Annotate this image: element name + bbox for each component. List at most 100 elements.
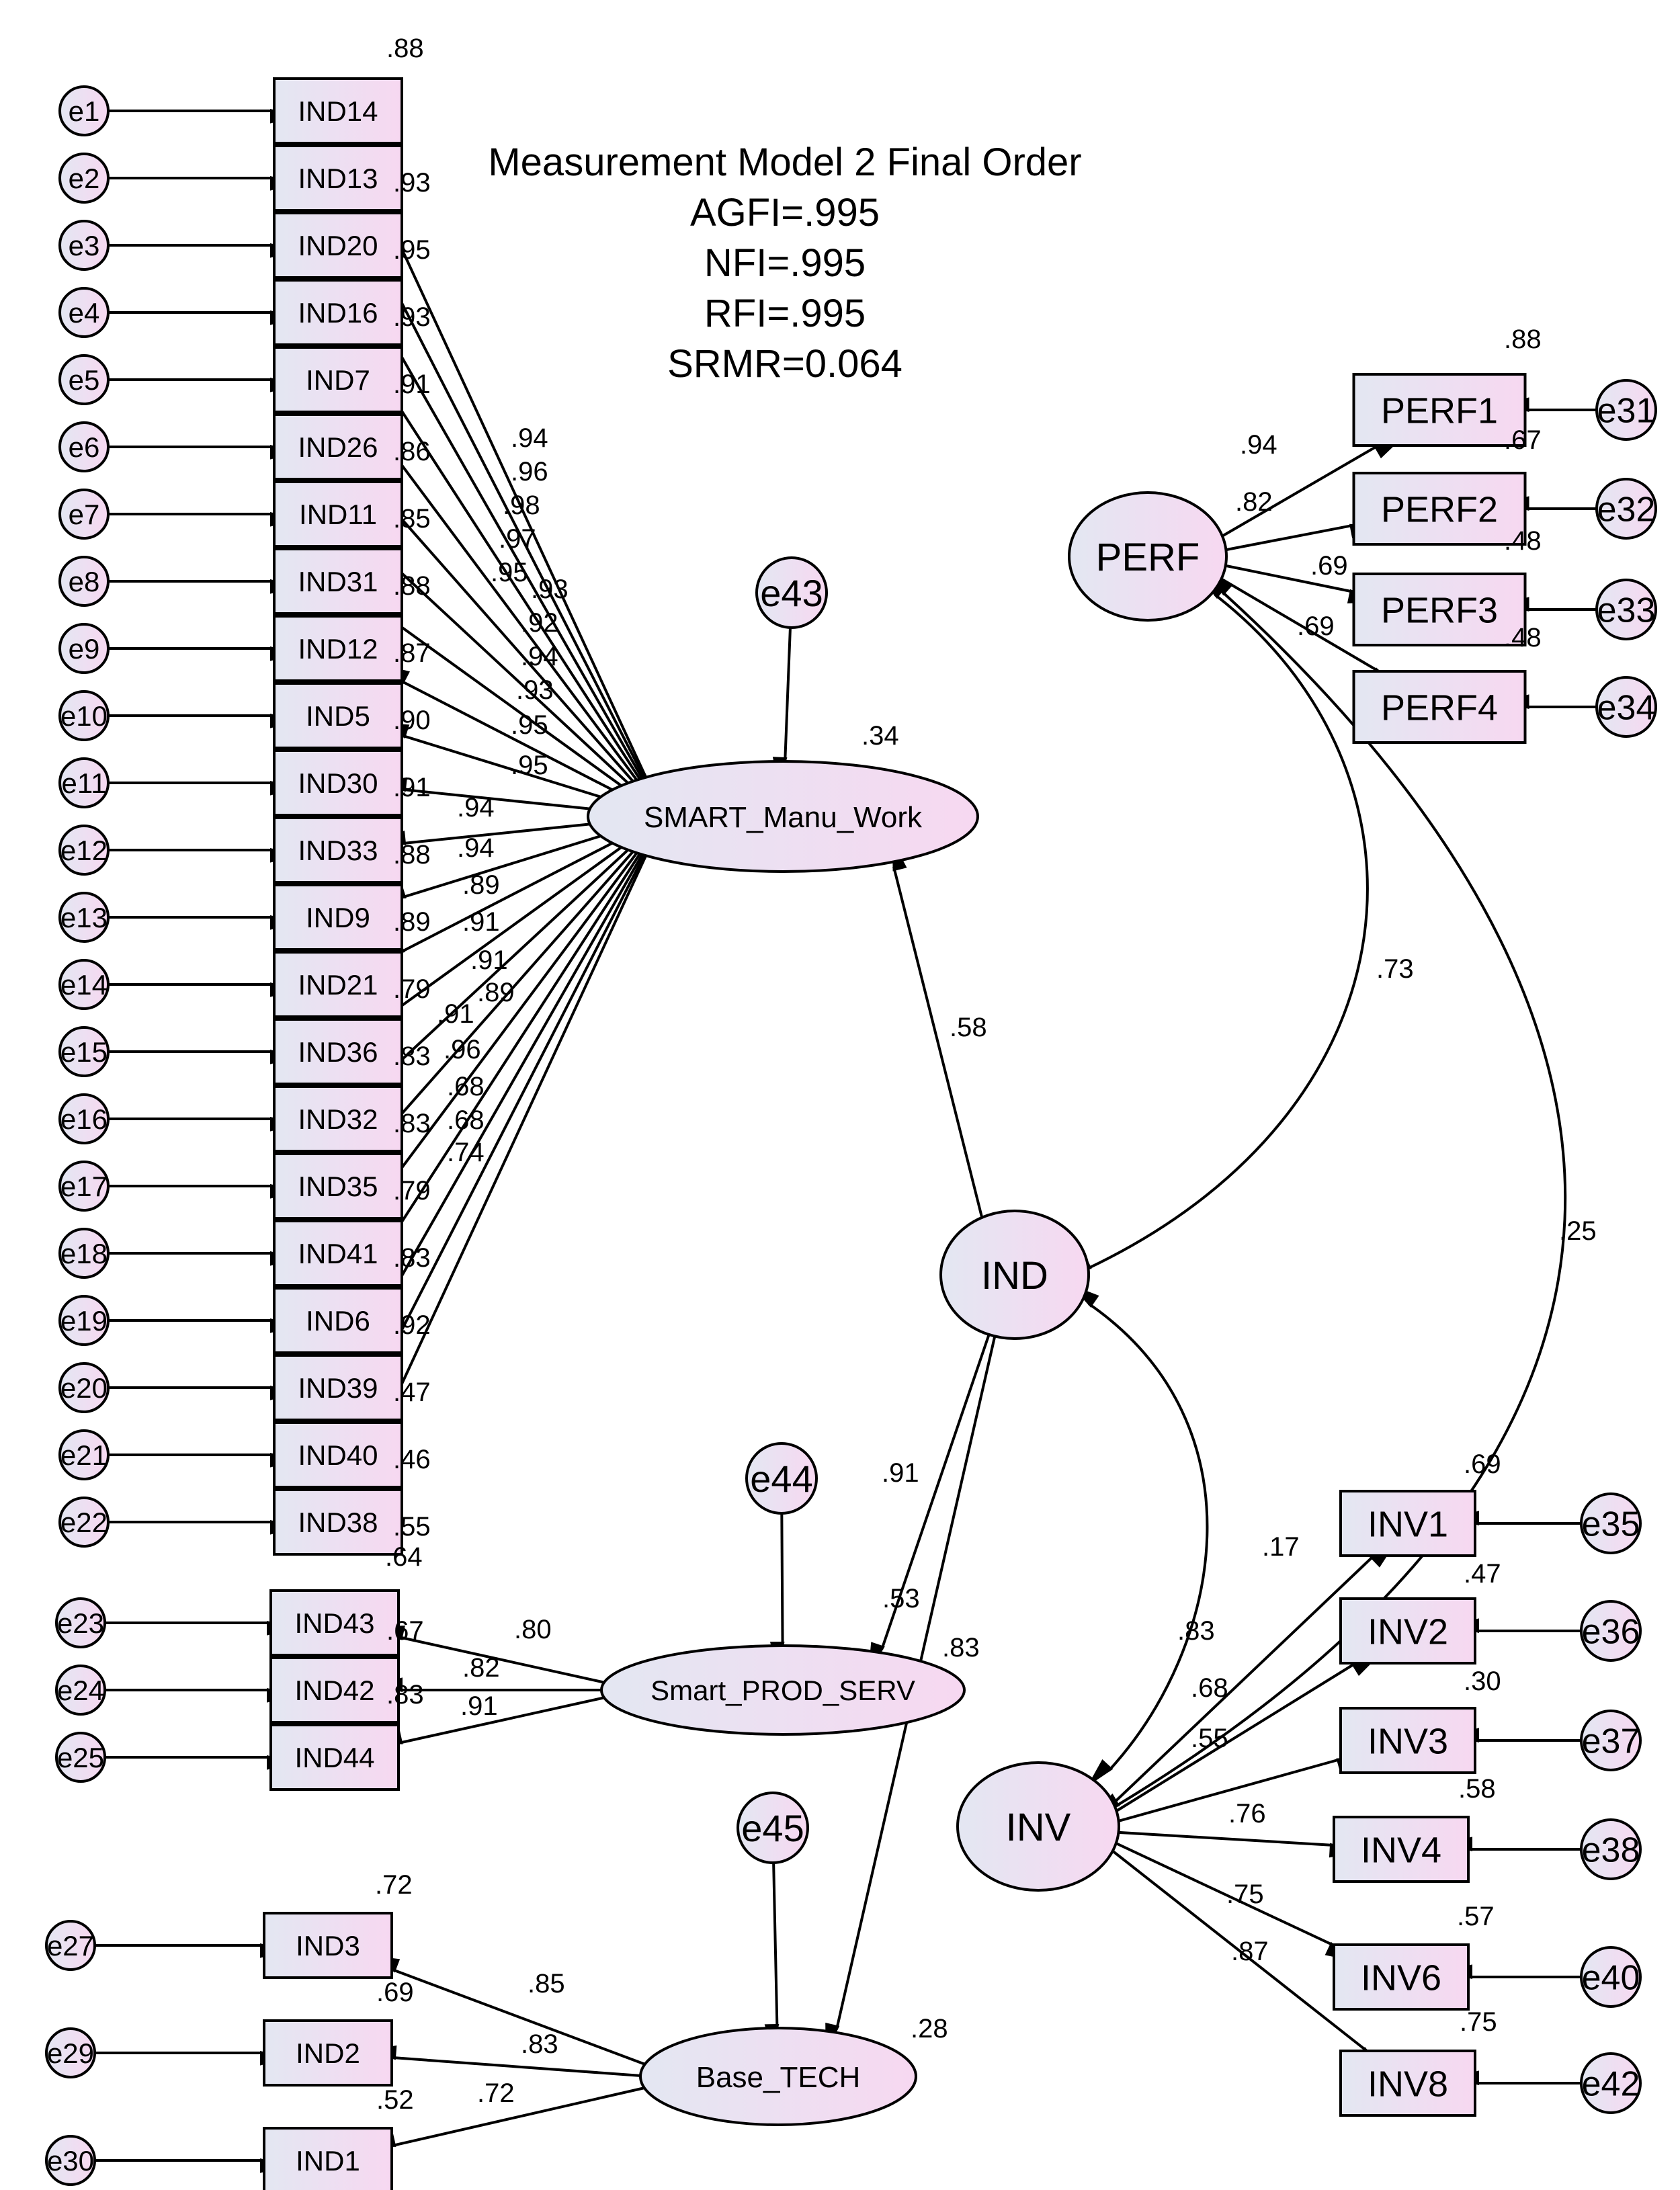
indicator-ind31[interactable]: IND31 bbox=[273, 548, 403, 615]
loading-label: .91 bbox=[460, 1691, 498, 1721]
indicator-ind6[interactable]: IND6 bbox=[273, 1287, 403, 1354]
indicator-ind2[interactable]: IND2 bbox=[263, 2019, 393, 2087]
indicator-ind44[interactable]: IND44 bbox=[269, 1724, 400, 1791]
indicator-ind33[interactable]: IND33 bbox=[273, 816, 403, 884]
error-e15[interactable]: e15 bbox=[58, 1026, 110, 1077]
indicator-ind41[interactable]: IND41 bbox=[273, 1220, 403, 1287]
error-e20[interactable]: e20 bbox=[58, 1362, 110, 1413]
error-e24[interactable]: e24 bbox=[55, 1665, 106, 1716]
error-e17[interactable]: e17 bbox=[58, 1161, 110, 1212]
error-e27[interactable]: e27 bbox=[45, 1920, 96, 1971]
latent-base-tech[interactable]: Base_TECH bbox=[639, 2027, 917, 2126]
error-label: e13 bbox=[60, 902, 108, 933]
indicator-perf4[interactable]: PERF4 bbox=[1352, 670, 1527, 744]
indicator-perf2[interactable]: PERF2 bbox=[1352, 472, 1527, 546]
indicator-perf1[interactable]: PERF1 bbox=[1352, 373, 1527, 447]
error-e7[interactable]: e7 bbox=[58, 489, 110, 540]
indicator-inv1[interactable]: INV1 bbox=[1339, 1490, 1476, 1557]
error-e16[interactable]: e16 bbox=[58, 1093, 110, 1144]
indicator-ind16[interactable]: IND16 bbox=[273, 279, 403, 346]
loading-arrow-inv3 bbox=[1108, 1757, 1368, 1825]
indicator-inv6[interactable]: INV6 bbox=[1333, 1943, 1470, 2011]
error-e36[interactable]: e36 bbox=[1580, 1600, 1642, 1662]
error-e5[interactable]: e5 bbox=[58, 354, 110, 405]
error-e11[interactable]: e11 bbox=[58, 757, 110, 808]
error-e18[interactable]: e18 bbox=[58, 1228, 110, 1279]
error-label: e37 bbox=[1582, 1722, 1640, 1761]
indicator-ind36[interactable]: IND36 bbox=[273, 1018, 403, 1085]
indicator-inv8[interactable]: INV8 bbox=[1339, 2050, 1476, 2117]
latent-smart-prod-serv[interactable]: Smart_PROD_SERV bbox=[600, 1644, 966, 1736]
error-e31[interactable]: e31 bbox=[1595, 379, 1657, 441]
indicator-ind40[interactable]: IND40 bbox=[273, 1421, 403, 1488]
error-e6[interactable]: e6 bbox=[58, 421, 110, 472]
error-e25[interactable]: e25 bbox=[55, 1732, 106, 1783]
error-e8[interactable]: e8 bbox=[58, 556, 110, 607]
error-label: e40 bbox=[1582, 1959, 1640, 1998]
r2-label: .88 bbox=[1504, 325, 1542, 354]
indicator-ind43[interactable]: IND43 bbox=[269, 1589, 400, 1656]
error-e22[interactable]: e22 bbox=[58, 1497, 110, 1548]
error-e35[interactable]: e35 bbox=[1580, 1492, 1642, 1554]
indicator-ind12[interactable]: IND12 bbox=[273, 615, 403, 682]
latent-perf[interactable]: PERF bbox=[1068, 491, 1228, 622]
error-e40[interactable]: e40 bbox=[1580, 1946, 1642, 2008]
indicator-ind26[interactable]: IND26 bbox=[273, 413, 403, 480]
indicator-inv4[interactable]: INV4 bbox=[1333, 1816, 1470, 1883]
error-e2[interactable]: e2 bbox=[58, 153, 110, 204]
indicator-ind9[interactable]: IND9 bbox=[273, 884, 403, 951]
loading-label: .55 bbox=[1191, 1724, 1228, 1753]
latent-smart-manu-work[interactable]: SMART_Manu_Work bbox=[587, 760, 979, 873]
error-e44[interactable]: e44 bbox=[745, 1442, 818, 1515]
error-e34[interactable]: e34 bbox=[1595, 676, 1657, 738]
error-e21[interactable]: e21 bbox=[58, 1429, 110, 1480]
error-e32[interactable]: e32 bbox=[1595, 478, 1657, 540]
error-e43[interactable]: e43 bbox=[755, 556, 828, 629]
error-e19[interactable]: e19 bbox=[58, 1295, 110, 1346]
latent-ind[interactable]: IND bbox=[939, 1210, 1090, 1340]
indicator-perf3[interactable]: PERF3 bbox=[1352, 573, 1527, 646]
indicator-ind20[interactable]: IND20 bbox=[273, 212, 403, 279]
error-e37[interactable]: e37 bbox=[1580, 1710, 1642, 1771]
error-e1[interactable]: e1 bbox=[58, 85, 110, 136]
error-e14[interactable]: e14 bbox=[58, 959, 110, 1010]
indicator-ind7[interactable]: IND7 bbox=[273, 346, 403, 413]
indicator-ind13[interactable]: IND13 bbox=[273, 144, 403, 212]
indicator-ind32[interactable]: IND32 bbox=[273, 1085, 403, 1152]
error-e45[interactable]: e45 bbox=[737, 1792, 809, 1864]
covariance-label: .25 bbox=[1559, 1216, 1597, 1246]
loading-label: .89 bbox=[462, 870, 500, 900]
error-e3[interactable]: e3 bbox=[58, 220, 110, 271]
indicator-ind21[interactable]: IND21 bbox=[273, 951, 403, 1018]
indicator-ind39[interactable]: IND39 bbox=[273, 1354, 403, 1421]
error-e42[interactable]: e42 bbox=[1580, 2052, 1642, 2114]
error-e10[interactable]: e10 bbox=[58, 690, 110, 741]
error-shape bbox=[1580, 1710, 1642, 1771]
error-e13[interactable]: e13 bbox=[58, 892, 110, 943]
indicator-ind1[interactable]: IND1 bbox=[263, 2127, 393, 2190]
r2-label: .55 bbox=[393, 1512, 431, 1542]
error-e23[interactable]: e23 bbox=[55, 1597, 106, 1648]
error-shape bbox=[755, 556, 828, 629]
error-e9[interactable]: e9 bbox=[58, 623, 110, 674]
error-e12[interactable]: e12 bbox=[58, 825, 110, 876]
error-e30[interactable]: e30 bbox=[45, 2135, 96, 2186]
error-e29[interactable]: e29 bbox=[45, 2027, 96, 2078]
indicator-ind30[interactable]: IND30 bbox=[273, 749, 403, 816]
error-e33[interactable]: e33 bbox=[1595, 579, 1657, 640]
latent-inv[interactable]: INV bbox=[956, 1761, 1120, 1892]
indicator-ind11[interactable]: IND11 bbox=[273, 480, 403, 548]
error-e38[interactable]: e38 bbox=[1580, 1818, 1642, 1880]
indicator-ind42[interactable]: IND42 bbox=[269, 1656, 400, 1724]
indicator-inv2[interactable]: INV2 bbox=[1339, 1597, 1476, 1665]
indicator-inv3[interactable]: INV3 bbox=[1339, 1707, 1476, 1774]
indicator-ind3[interactable]: IND3 bbox=[263, 1912, 393, 1979]
error-shape bbox=[58, 489, 110, 540]
indicator-ind5[interactable]: IND5 bbox=[273, 682, 403, 749]
error-e4[interactable]: e4 bbox=[58, 287, 110, 338]
indicator-ind35[interactable]: IND35 bbox=[273, 1152, 403, 1220]
indicator-ind38[interactable]: IND38 bbox=[273, 1488, 403, 1556]
indicator-ind14[interactable]: IND14 bbox=[273, 77, 403, 144]
path-coefficient-label: .53 bbox=[882, 1584, 920, 1613]
error-label: e34 bbox=[1597, 689, 1656, 728]
